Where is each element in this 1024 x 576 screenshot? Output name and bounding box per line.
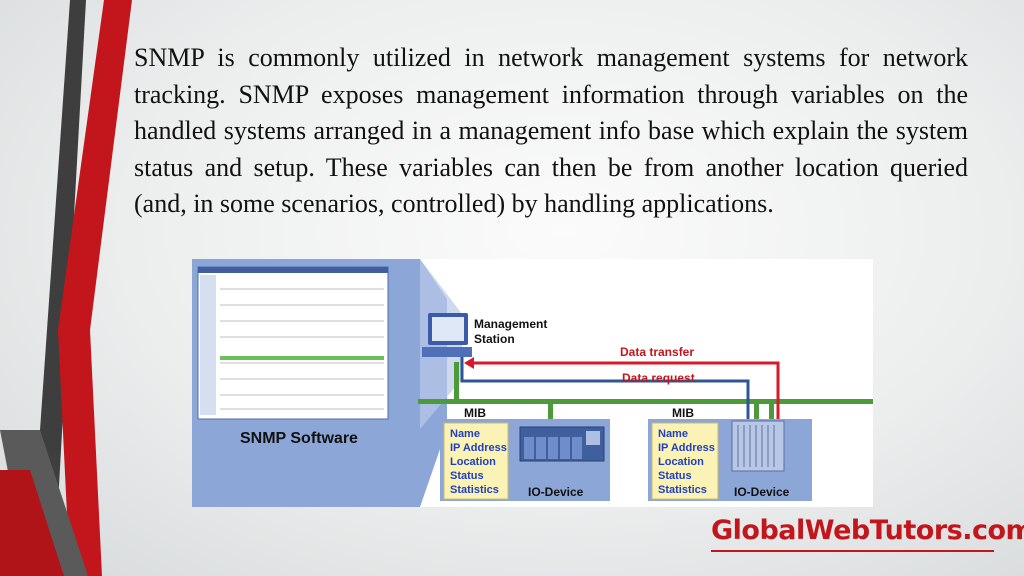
- management-station-line2: Station: [474, 332, 515, 346]
- management-station-line1: Management: [474, 317, 547, 331]
- dark-stripe: [0, 0, 86, 576]
- station-drop: [454, 362, 459, 402]
- mib-label-1: MIB: [464, 406, 486, 420]
- screenshot-trends: [220, 288, 384, 410]
- io-device-label-2: IO-Device: [734, 485, 790, 499]
- mib2-field-statistics: Statistics: [658, 484, 707, 496]
- mib-box-1: [443, 422, 509, 500]
- mib2-field-ip: IP Address: [658, 442, 715, 454]
- software-screenshot: [197, 266, 389, 420]
- snmp-diagram: SNMP Software Data request Data transfer…: [192, 259, 873, 507]
- mib2-field-name: Name: [658, 428, 688, 440]
- mib-box-2: [651, 422, 719, 500]
- device2-drop-b: [769, 401, 774, 421]
- slide-paragraph: SNMP is commonly utilized in network man…: [134, 43, 968, 218]
- mib2-field-status: Status: [658, 470, 692, 482]
- mib1-field-name: Name: [450, 428, 480, 440]
- device2-drop: [754, 401, 759, 427]
- mib1-field-statistics: Statistics: [450, 484, 499, 496]
- snmp-software-label: SNMP Software: [240, 430, 358, 447]
- device1-drop: [548, 401, 553, 427]
- io-device-2-icon: [731, 420, 785, 472]
- mib1-field-status: Status: [450, 470, 484, 482]
- brand-logo-text: GlobalWebTutors.com: [711, 514, 1024, 552]
- computer-base: [422, 347, 472, 357]
- network-bus: [418, 399, 873, 404]
- io-device-1-icon: [519, 426, 605, 462]
- mib1-field-location: Location: [450, 456, 496, 468]
- screenshot-sidebar: [200, 275, 216, 415]
- io-device-label-1: IO-Device: [528, 485, 584, 499]
- data-transfer-arrow: [464, 357, 474, 369]
- screenshot-titlebar: [198, 267, 388, 273]
- mib2-field-location: Location: [658, 456, 704, 468]
- computer-screen: [432, 317, 464, 341]
- mib-label-2: MIB: [672, 406, 694, 420]
- data-transfer-line: [474, 361, 780, 423]
- mib1-field-ip: IP Address: [450, 442, 507, 454]
- red-accent: [0, 470, 64, 576]
- red-stripe: [58, 0, 132, 576]
- data-request-line: [460, 357, 750, 423]
- data-request-label: Data request: [622, 371, 695, 385]
- screenshot-status-bar: [220, 356, 384, 360]
- data-transfer-label: Data transfer: [620, 345, 694, 359]
